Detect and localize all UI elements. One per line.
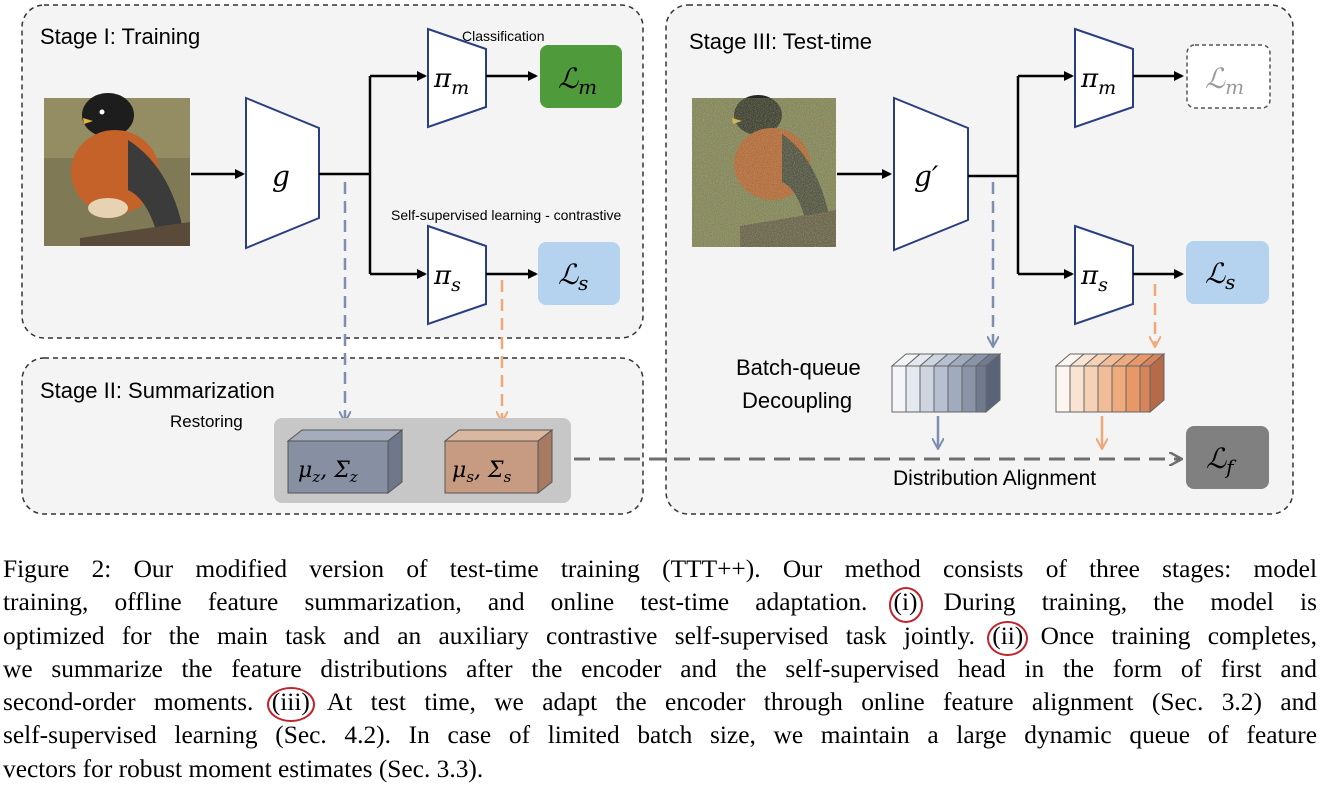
head-pi-s-label: πs <box>433 261 461 296</box>
marker-ii: (ii) <box>987 620 1029 657</box>
stage3-title: Stage III: Test-time <box>689 29 872 54</box>
caption-text: Once training completes, <box>1040 621 1317 650</box>
stat-s-label: μs, Σs <box>452 458 512 486</box>
queue-label-line2: Decoupling <box>742 388 852 413</box>
stage1-panel <box>21 4 644 339</box>
stat-box-z <box>286 428 404 495</box>
method-diagram: Stage I: Training Stage II: Summarizatio… <box>21 4 1294 515</box>
loss-main-label: ℒm <box>558 62 597 99</box>
figure-caption: Figure 2: Our modified version of test-t… <box>3 553 1317 786</box>
input-bird-image <box>44 93 190 246</box>
head-pi-s <box>427 224 487 326</box>
stat-z-label: μz, Σz <box>298 458 358 486</box>
stage2-title: Stage II: Summarization <box>40 378 275 403</box>
feature-queue-blue <box>890 352 1002 414</box>
encoder-g <box>245 96 320 250</box>
loss-main <box>540 45 622 108</box>
caption-text: second-order moments. <box>3 688 254 717</box>
loss-ssl-test-label: ℒs <box>1205 257 1235 294</box>
caption-text: training, offline feature summarization,… <box>3 588 868 617</box>
queue-label-line1: Batch-queue <box>736 355 861 380</box>
caption-line: second-order moments. (iii) At test time… <box>3 686 1317 723</box>
head-pi-m-test <box>1074 27 1134 129</box>
caption-text: At test time, we adapt the encoder throu… <box>326 688 1317 717</box>
caption-line: training, offline feature summarization,… <box>3 586 1317 623</box>
caption-line: self-supervised learning (Sec. 4.2). In … <box>3 721 1317 750</box>
classification-label: Classification <box>462 28 544 44</box>
loss-ssl-label: ℒs <box>558 258 588 295</box>
loss-ssl <box>538 242 620 305</box>
caption-text: During training, the model is <box>943 588 1317 617</box>
caption-text: optimized for the main task and an auxil… <box>3 621 975 650</box>
noisy-bird-image <box>692 95 836 247</box>
marker-iii: (iii) <box>266 686 315 723</box>
caption-line: we summarize the feature distributions a… <box>3 654 1317 683</box>
loss-ssl-test <box>1186 241 1269 304</box>
encoder-g-prime-label: g′ <box>914 160 939 193</box>
head-pi-s-test <box>1074 224 1134 326</box>
loss-main-disabled-label: ℒm <box>1205 62 1244 99</box>
loss-align <box>1186 426 1269 489</box>
stat-box-s <box>443 428 554 495</box>
head-pi-m-label: πm <box>433 64 469 99</box>
stage1-title: Stage I: Training <box>40 24 200 49</box>
head-pi-m <box>427 27 487 129</box>
caption-line: vectors for robust moment estimates (Sec… <box>3 754 484 783</box>
encoder-g-prime <box>893 96 969 252</box>
encoder-g-label: g <box>272 160 290 193</box>
ssl-label: Self-supervised learning - contrastive <box>391 207 622 223</box>
head-pi-s-test-label: πs <box>1080 261 1108 296</box>
marker-i: (i) <box>888 586 923 623</box>
loss-main-disabled <box>1186 44 1271 109</box>
feature-queue-orange <box>1054 352 1166 414</box>
head-pi-m-test-label: πm <box>1080 64 1116 99</box>
restoring-label: Restoring <box>170 412 243 431</box>
caption-line: Figure 2: Our modified version of test-t… <box>3 555 1317 583</box>
alignment-label: Distribution Alignment <box>893 467 1096 490</box>
caption-line: optimized for the main task and an auxil… <box>3 620 1317 657</box>
